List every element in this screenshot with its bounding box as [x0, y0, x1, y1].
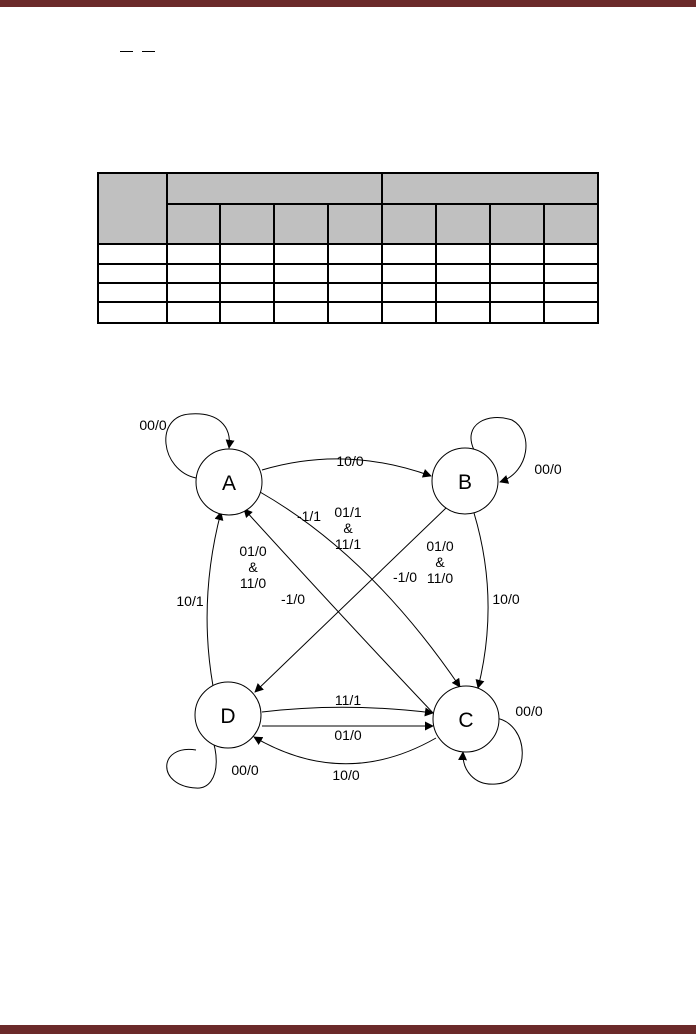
edge-A-A	[165, 413, 235, 479]
edge-label-A-A: 00/0	[139, 417, 166, 433]
edge-label-D-C-lower: 01/0	[334, 727, 361, 743]
edge-label-C-C: 00/0	[515, 703, 542, 719]
state-circle-A	[195, 448, 263, 516]
overbar-marks	[120, 51, 160, 53]
edge-label-A-B: 10/0	[336, 453, 363, 469]
edge-label-A-C: 01/1&11/1	[334, 504, 361, 552]
edge-label-B-C: 10/0	[492, 591, 519, 607]
state-label-D: D	[220, 705, 235, 728]
state-circle-D	[194, 681, 262, 749]
state-label-C: C	[458, 709, 473, 732]
edge-B-C	[473, 512, 489, 689]
overbar-mark	[142, 51, 155, 52]
edge-label-D-D: 00/0	[231, 762, 258, 778]
edge-B-D	[254, 507, 447, 693]
table-grid	[97, 172, 599, 324]
edge-A-B	[261, 458, 432, 478]
edge-D-C-upper	[261, 706, 434, 717]
edge-D-A	[206, 511, 224, 687]
overbar-mark	[120, 51, 133, 52]
state-diagram: A B C D 00/0 10/0 01/1&11/1 -1/1 00/0 10…	[139, 413, 562, 789]
edge-label-C-A: -1/0	[281, 591, 305, 607]
table-header-corner	[97, 172, 167, 244]
edge-label-C-D: 10/0	[332, 767, 359, 783]
edge-C-C	[458, 717, 523, 785]
top-band	[0, 0, 696, 7]
state-label-A: A	[222, 472, 236, 495]
edge-label-B-D: 01/0&11/0	[426, 538, 453, 586]
bottom-band	[0, 1025, 696, 1034]
state-label-B: B	[458, 471, 472, 494]
edge-C-A	[243, 508, 435, 715]
edge-C-D	[253, 736, 437, 765]
state-table	[97, 172, 599, 324]
edge-label-D-C-upper: 11/1	[335, 692, 361, 708]
edge-label-D-A-2: 01/0&11/0	[239, 543, 266, 591]
state-circle-C	[432, 685, 500, 753]
edge-label-A-D: -1/1	[297, 508, 321, 524]
edge-label-B-B: 00/0	[534, 461, 561, 477]
edge-label-B-D-2: -1/0	[393, 569, 417, 585]
edge-label-D-A: 10/1	[176, 593, 203, 609]
edge-B-B	[470, 417, 527, 484]
edge-A-C	[259, 491, 461, 688]
state-circle-B	[431, 447, 499, 515]
